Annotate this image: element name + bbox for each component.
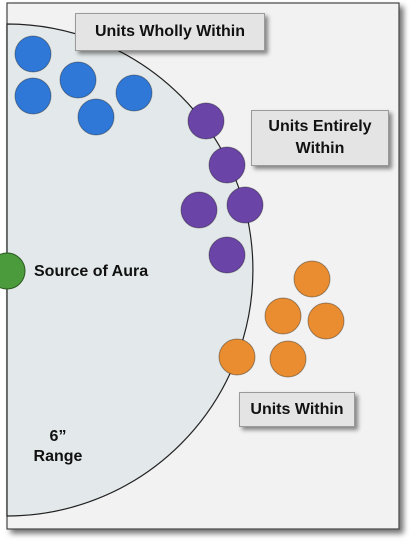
aura-range-area — [6, 23, 254, 517]
wholly-within-unit — [14, 77, 52, 115]
within-unit — [218, 338, 256, 376]
source-of-aura-text: Source of Aura — [34, 263, 149, 280]
wholly-within-unit — [115, 74, 153, 112]
wholly-within-unit — [77, 98, 115, 136]
range-value-text: 6” — [49, 428, 67, 445]
source-of-aura-label: Source of Aura — [34, 262, 148, 282]
within-units — [218, 260, 345, 378]
entirely-within-units — [180, 102, 264, 274]
entirely-within-unit — [180, 191, 218, 229]
entirely-within-unit — [208, 236, 246, 274]
units-within-text: Units Within — [250, 400, 344, 418]
source-of-aura-marker — [0, 252, 26, 290]
entirely-within-unit — [226, 186, 264, 224]
range-label: 6” Range — [26, 427, 90, 467]
units-entirely-within-text-line2: Within — [295, 140, 345, 157]
units-wholly-within-text: Units Wholly Within — [94, 23, 246, 40]
entirely-within-unit — [208, 146, 246, 184]
wholly-within-units — [14, 35, 153, 136]
units-entirely-within-text-line1: Units Entirely — [268, 118, 372, 135]
within-unit — [264, 297, 302, 335]
units-wholly-within-label: Units Wholly Within — [75, 13, 265, 51]
wholly-within-unit — [59, 61, 97, 99]
within-unit — [307, 302, 345, 340]
units-within-label: Units Within — [239, 392, 355, 427]
entirely-within-unit — [187, 102, 225, 140]
within-unit — [293, 260, 331, 298]
wholly-within-unit — [14, 35, 52, 73]
within-unit — [269, 340, 307, 378]
range-word-text: Range — [33, 448, 83, 465]
units-entirely-within-label: Units Entirely Within — [251, 110, 389, 166]
